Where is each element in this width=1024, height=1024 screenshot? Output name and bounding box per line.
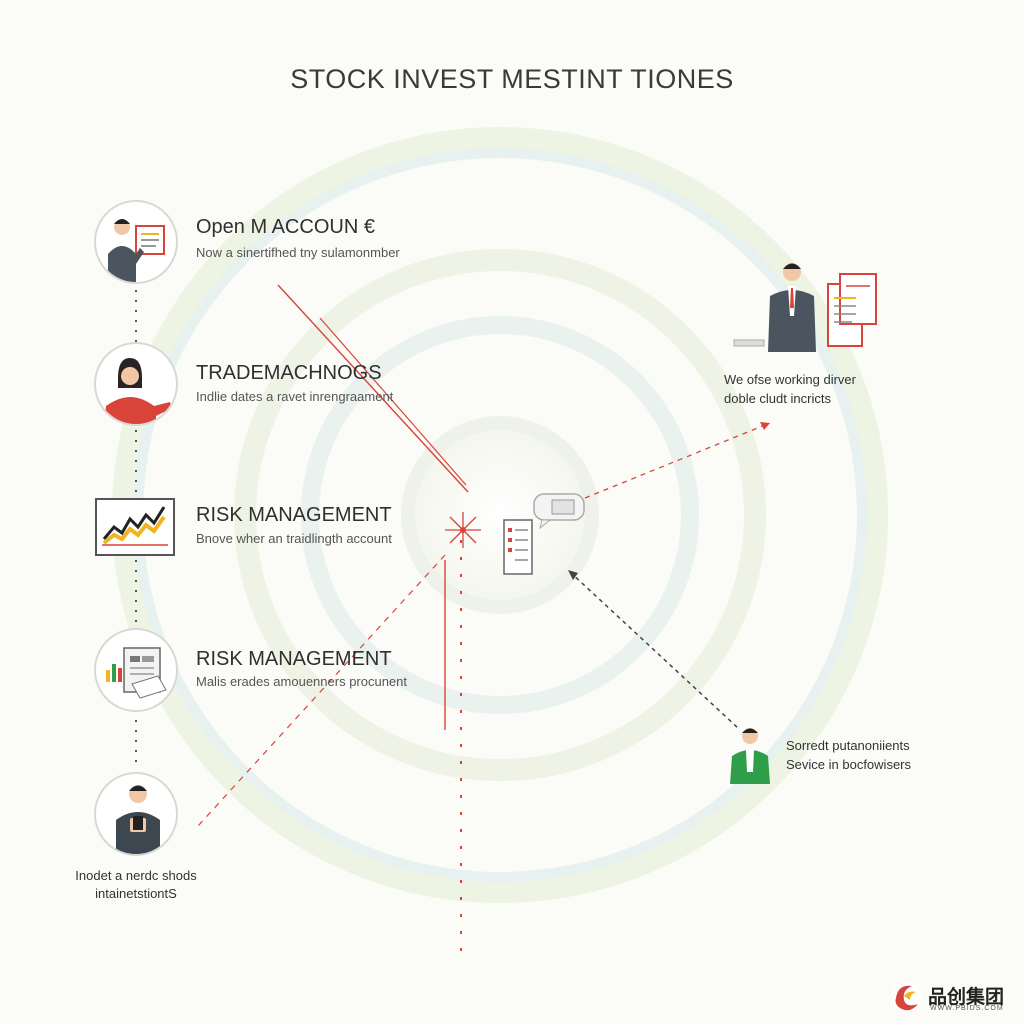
stock-chart-icon <box>95 498 175 556</box>
consultant-icon <box>730 728 770 784</box>
step-4-subtitle: Malis erades amouenners procunent <box>196 674 408 689</box>
step-3-title: RISK MANAGEMENT <box>196 504 392 526</box>
right-bottom-caption-line1: Sorredt putanoniients <box>786 738 910 753</box>
step-2-title: TRADEMACHNOGS <box>196 362 382 384</box>
step-3-subtitle: Bnove wher an traidlingth account <box>196 531 392 546</box>
right-bottom-caption-line2: Sevice in bocfowisers <box>786 757 911 772</box>
brand-swirl-icon <box>892 982 922 1012</box>
step-1-title: Open M ACCOUN € <box>196 216 375 238</box>
woman-avatar-icon <box>104 358 172 424</box>
step-2-subtitle: Indlie dates a ravet inrengraament <box>196 389 394 404</box>
checklist-document-icon <box>503 519 533 575</box>
sparkle-target-icon <box>445 512 481 548</box>
right-top-caption-line1: We ofse working dirver <box>724 372 856 387</box>
ring-middle-blue <box>301 316 699 714</box>
page-title: STOCK INVEST MESTINT TIONES <box>290 64 734 94</box>
arrow-from-step1-b <box>319 317 467 486</box>
watermark-url: WWW.PBIDS.COM <box>930 1005 1004 1012</box>
watermark-text: 品创集团 <box>928 986 1005 1008</box>
man-with-phone-icon <box>116 785 160 854</box>
chat-bubble-icon <box>533 493 585 530</box>
arrowhead-right-top <box>760 422 770 430</box>
bottom-person-caption-line1: Inodet a nerdc shods <box>75 868 197 883</box>
arrow-from-step1 <box>277 284 469 493</box>
bottom-person-caption-line2: intainetstiontS <box>95 886 177 901</box>
ring-middle <box>234 249 766 781</box>
watermark-logo: 品创集团 WWW.PBIDS.COM <box>890 980 1014 1016</box>
arrowhead-right-bottom <box>568 570 578 580</box>
arrow-to-bottom-person <box>197 554 446 827</box>
step-1-subtitle: Now a sinertifhed tny sulamonmber <box>196 245 400 260</box>
businessman-with-documents-icon <box>733 263 877 352</box>
right-top-caption-line2: doble cludt incricts <box>724 391 831 406</box>
step-1-avatar <box>94 200 178 284</box>
arrow-to-right-top <box>584 422 771 499</box>
ring-inner <box>401 416 599 614</box>
step-4-avatar <box>94 628 178 712</box>
bottom-person-avatar <box>94 772 178 856</box>
step-2-avatar <box>94 342 178 426</box>
analytics-document-icon <box>106 647 167 699</box>
presenter-icon <box>108 219 165 282</box>
step-4-title: RISK MANAGEMENT <box>196 648 392 670</box>
arrow-to-right-bottom <box>569 571 739 729</box>
